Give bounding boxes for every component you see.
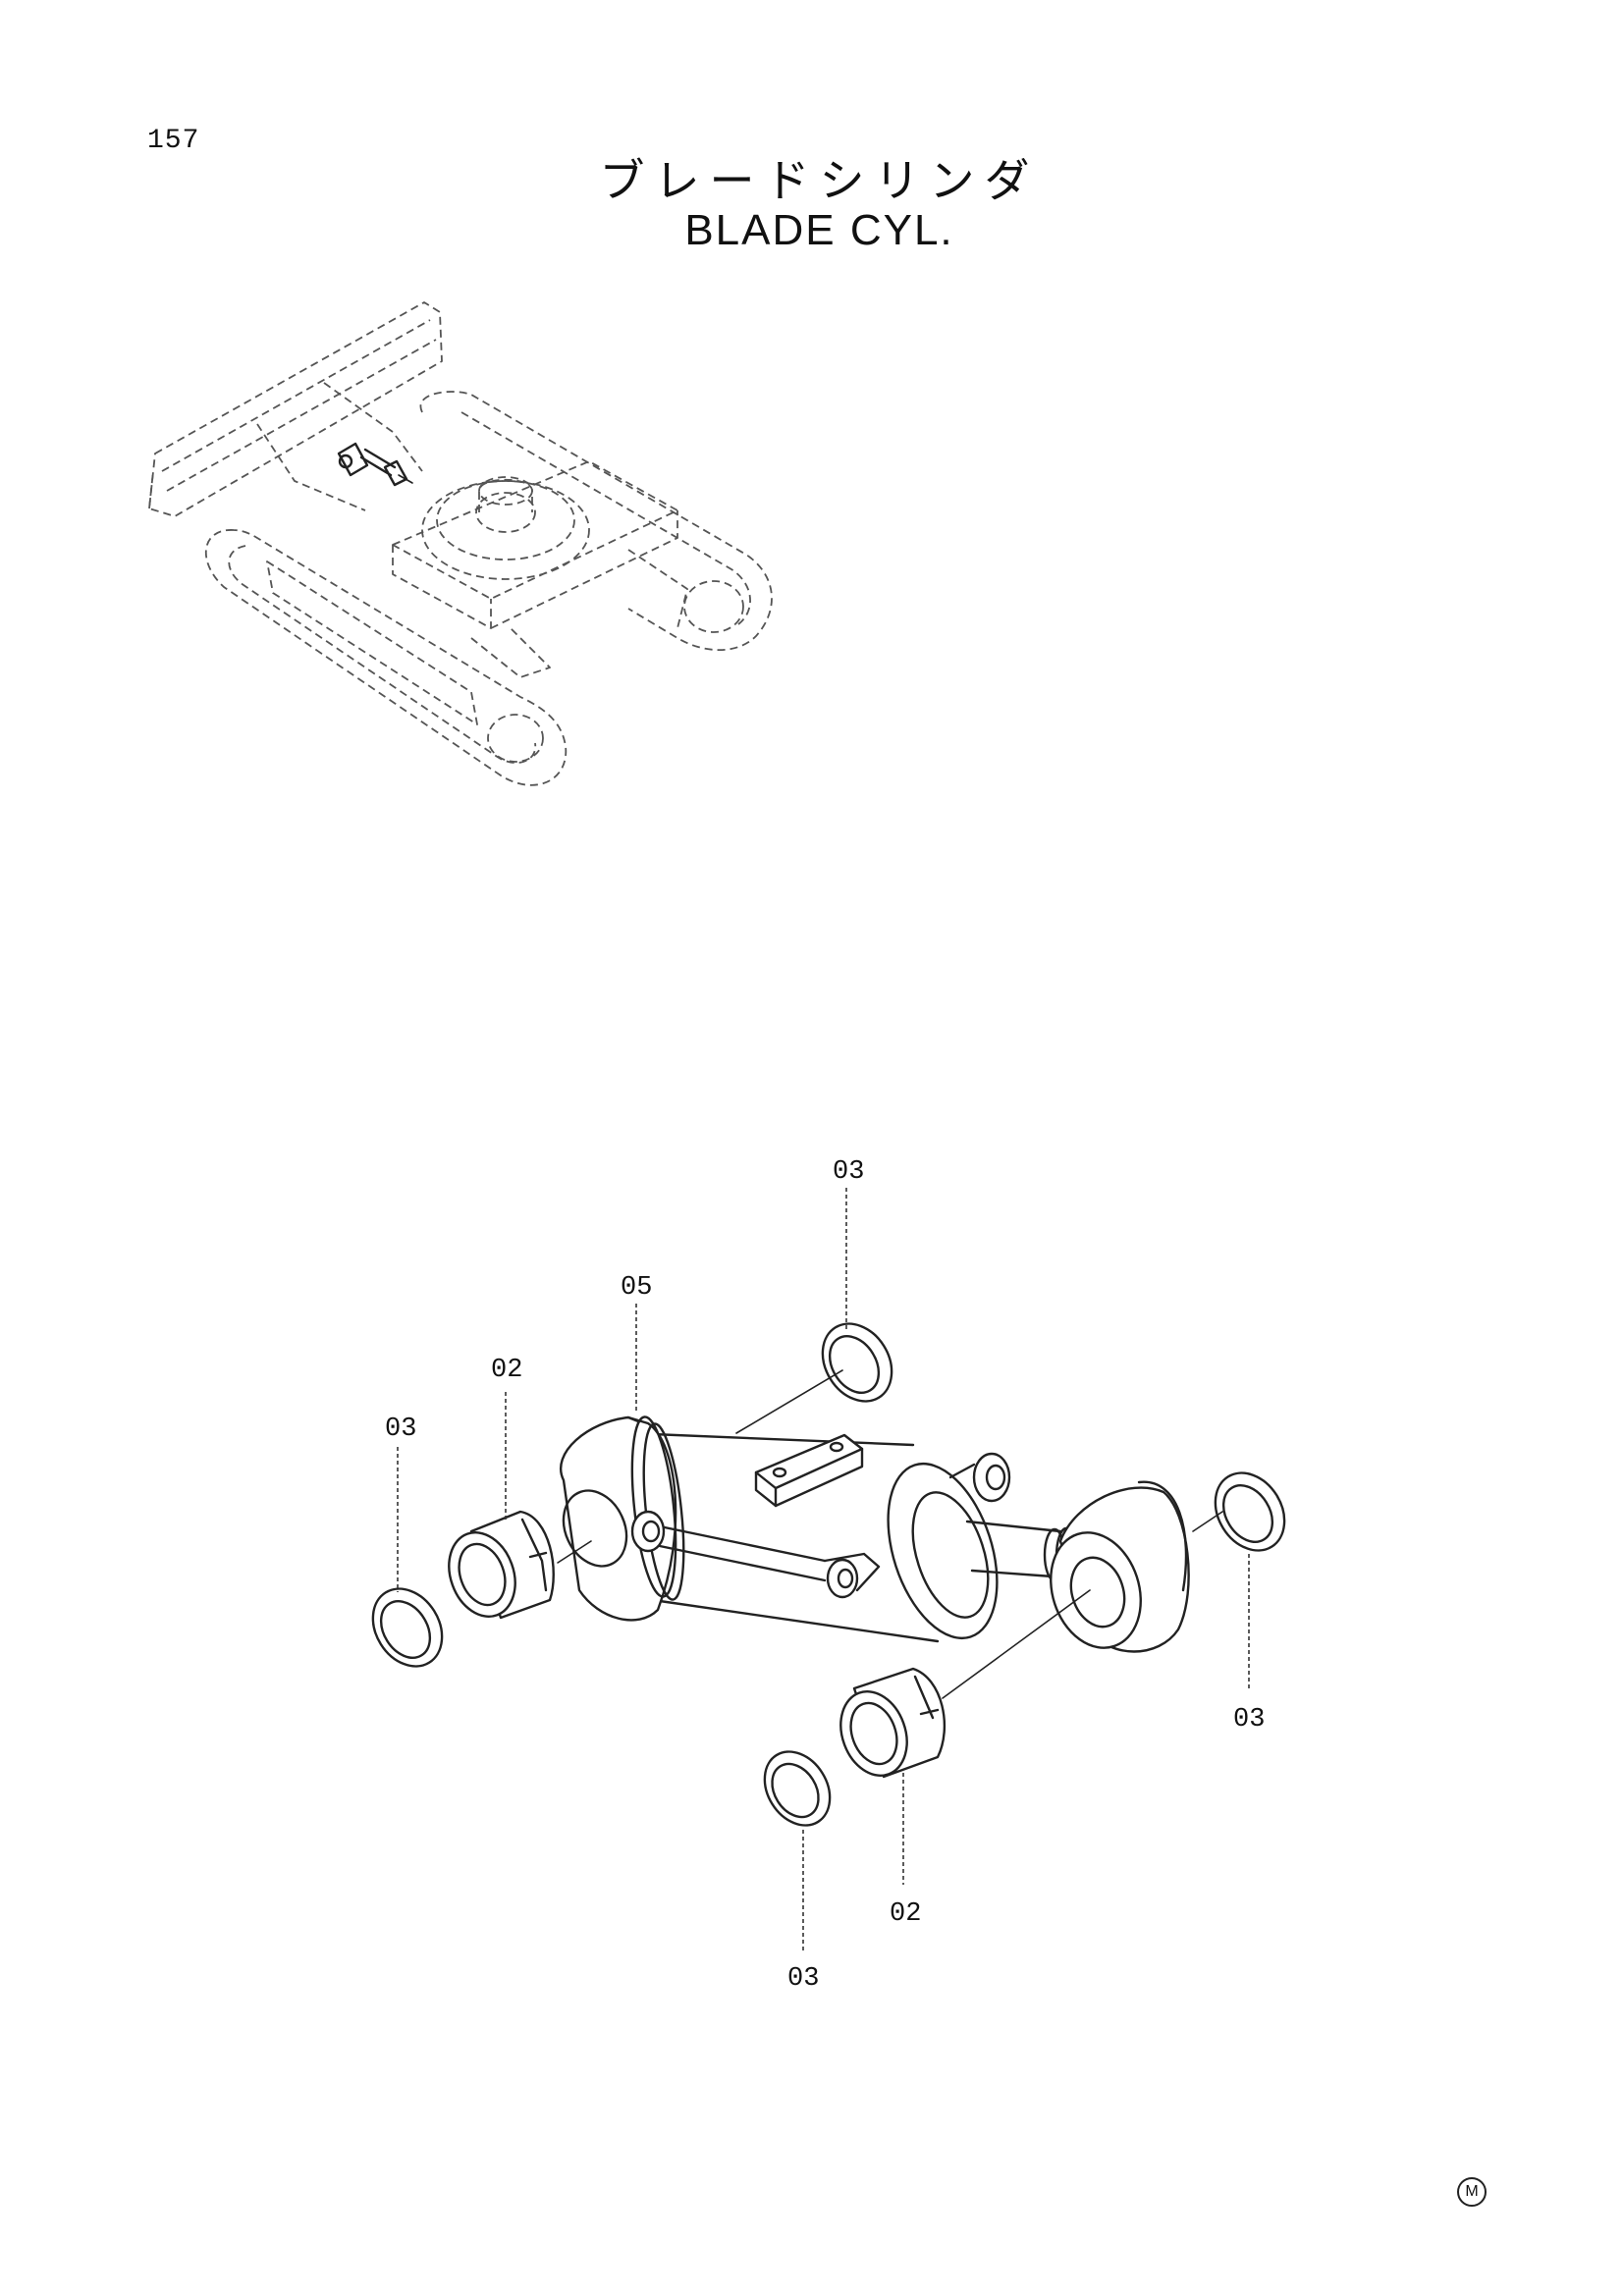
page-number: 157: [147, 126, 200, 156]
seal-ring-03-top: [821, 1322, 893, 1403]
assembly-lines: [557, 1369, 1223, 1699]
blade-cylinder-exploded-view: 03 05 02 03 03 02 03: [371, 1157, 1286, 1994]
seal-ring-03-right: [1214, 1471, 1286, 1552]
rod-end-eye: [1050, 1480, 1190, 1653]
callout-02-left: 02: [491, 1356, 522, 1385]
callout-03-top: 03: [833, 1157, 864, 1187]
leader-lines: [397, 1188, 1250, 1951]
hydraulic-pipe: [630, 1510, 881, 1599]
callout-02-bottom: 02: [890, 1899, 921, 1929]
callout-03-bottom: 03: [787, 1964, 819, 1994]
bushing-02-left: [448, 1510, 555, 1620]
manufacturer-mark: M: [1457, 2177, 1487, 2207]
callout-03-right: 03: [1233, 1705, 1265, 1735]
cylinder-head-eye: [560, 1415, 685, 1622]
page-title-english: BLADE CYL.: [684, 206, 954, 254]
page-title-japanese: ブレードシリンダ: [599, 155, 1040, 206]
cylinder-barrel: [626, 1431, 1011, 1643]
callout-05: 05: [621, 1273, 652, 1303]
callout-03-left: 03: [385, 1415, 416, 1444]
seal-ring-03-left: [371, 1587, 444, 1668]
undercarriage-overview-illustration: [148, 301, 773, 786]
bushing-02-bottom: [839, 1667, 946, 1779]
seal-ring-03-bottom: [763, 1750, 832, 1827]
blade-cylinder-location-highlight: [337, 442, 413, 487]
